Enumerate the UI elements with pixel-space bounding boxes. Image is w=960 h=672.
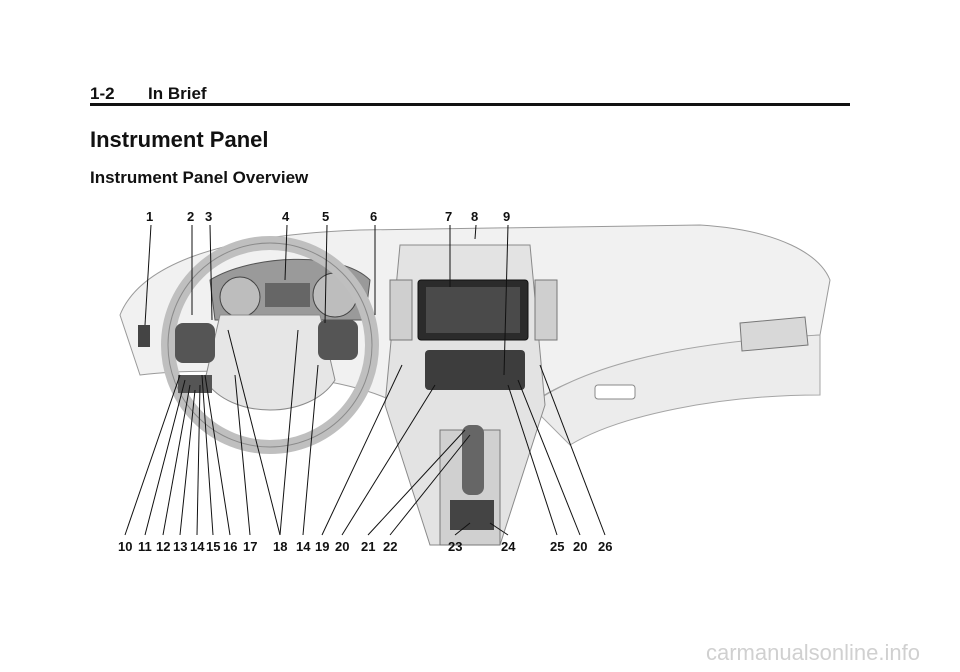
bottom-callouts: 10 11 12 13 14 15 16 17 18 14 19 20 21 2… bbox=[118, 539, 612, 554]
steering-wheel-hub bbox=[204, 314, 336, 411]
leader-lines bbox=[124, 224, 606, 536]
right-center-vent bbox=[534, 279, 558, 341]
callout-7: 7 bbox=[445, 209, 452, 224]
right-wheel-controls bbox=[318, 320, 358, 360]
glovebox bbox=[529, 334, 821, 446]
lower-left-switches bbox=[178, 375, 212, 393]
callout-14b: 14 bbox=[296, 539, 311, 554]
callout-1: 1 bbox=[146, 209, 153, 224]
page-subtitle: Instrument Panel Overview bbox=[90, 168, 309, 187]
callout-20b: 20 bbox=[573, 539, 587, 554]
callout-5: 5 bbox=[322, 209, 329, 224]
callout-4: 4 bbox=[282, 209, 290, 224]
left-wheel-controls bbox=[175, 323, 215, 363]
callout-25: 25 bbox=[550, 539, 564, 554]
callout-6: 6 bbox=[370, 209, 377, 224]
page-header: 1-2 In Brief bbox=[90, 84, 850, 108]
glovebox-handle bbox=[594, 384, 636, 400]
page-number: 1-2 bbox=[90, 84, 115, 103]
top-callouts: 1 2 3 4 5 6 7 8 9 bbox=[146, 209, 510, 224]
callout-13: 13 bbox=[173, 539, 187, 554]
headlamp-switch bbox=[138, 325, 150, 347]
callout-8: 8 bbox=[471, 209, 478, 224]
callout-26: 26 bbox=[598, 539, 612, 554]
callout-10: 10 bbox=[118, 539, 132, 554]
watermark: carmanualsonline.info bbox=[705, 640, 920, 665]
callout-12: 12 bbox=[156, 539, 170, 554]
header-rule bbox=[90, 103, 850, 106]
callout-15: 15 bbox=[206, 539, 220, 554]
right-vent bbox=[739, 316, 809, 352]
callout-23: 23 bbox=[448, 539, 462, 554]
callout-20: 20 bbox=[335, 539, 349, 554]
page-title: Instrument Panel bbox=[90, 127, 269, 152]
callout-9: 9 bbox=[503, 209, 510, 224]
callout-19: 19 bbox=[315, 539, 329, 554]
callout-11: 11 bbox=[138, 539, 152, 554]
climate-panel bbox=[425, 350, 525, 390]
callout-24: 24 bbox=[501, 539, 516, 554]
callout-17: 17 bbox=[243, 539, 257, 554]
callout-21: 21 bbox=[361, 539, 375, 554]
callout-18: 18 bbox=[273, 539, 287, 554]
tach-gauge bbox=[219, 276, 261, 318]
left-center-vent bbox=[389, 279, 413, 341]
callout-22: 22 bbox=[383, 539, 397, 554]
callout-14: 14 bbox=[190, 539, 205, 554]
cluster-display bbox=[265, 283, 310, 307]
shifter-knob bbox=[462, 425, 484, 495]
callout-16: 16 bbox=[223, 539, 237, 554]
callout-3: 3 bbox=[205, 209, 212, 224]
callout-2: 2 bbox=[187, 209, 194, 224]
instrument-panel-illustration: 1 2 3 4 5 6 7 8 9 10 11 12 13 14 15 16 1… bbox=[118, 209, 831, 554]
section-title: In Brief bbox=[148, 84, 207, 103]
